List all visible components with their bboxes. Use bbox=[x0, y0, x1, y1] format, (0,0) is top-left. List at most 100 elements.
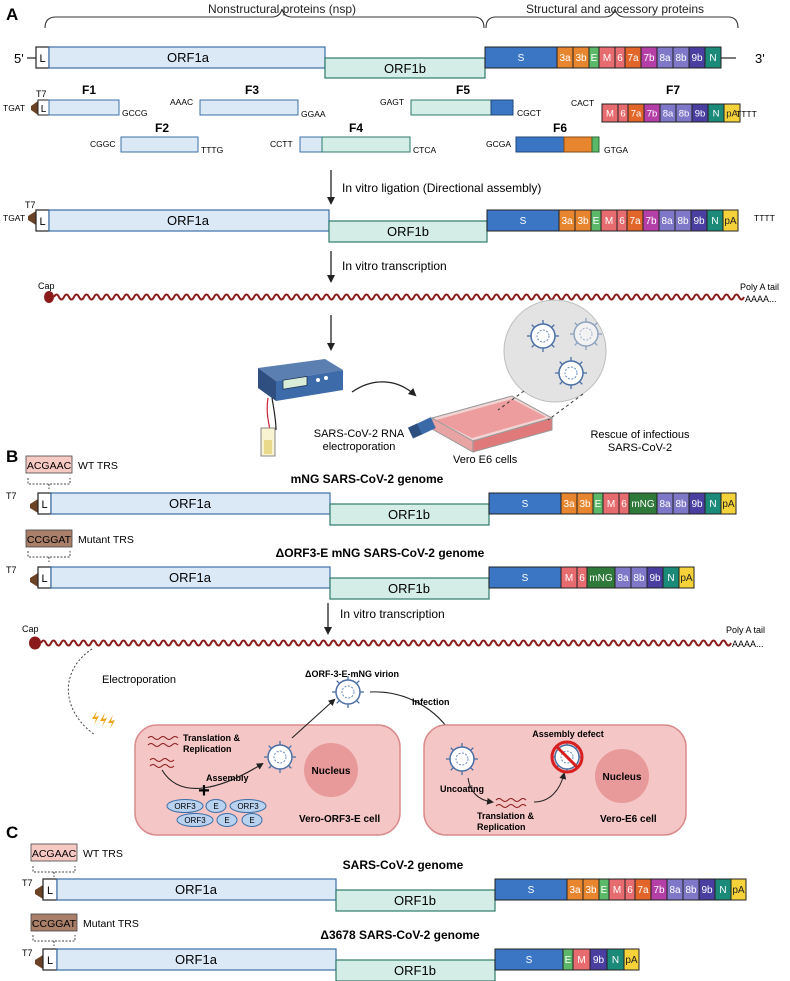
structural-brace bbox=[485, 8, 739, 29]
three-prime-label: 3' bbox=[755, 51, 765, 66]
gene-m-label: M bbox=[605, 216, 613, 227]
fragment-f4-1a bbox=[299, 136, 323, 153]
gene-e-label: E bbox=[565, 955, 572, 966]
cap-a bbox=[44, 291, 54, 303]
gene-e-label: E bbox=[601, 885, 608, 896]
gene-n-label: N bbox=[667, 573, 674, 584]
gene-6-label: 6 bbox=[627, 885, 633, 896]
nsp-brace bbox=[44, 8, 485, 29]
b2-t7-icon bbox=[30, 573, 38, 587]
release-arrow bbox=[291, 698, 336, 739]
c1-t7-icon bbox=[35, 885, 43, 899]
gene-n-label: N bbox=[711, 216, 718, 227]
gene-6-label: 6 bbox=[621, 499, 627, 510]
virus-icon bbox=[526, 319, 560, 353]
protein-orf3-label: ORF3 bbox=[174, 802, 196, 811]
gene-pa-label: pA bbox=[724, 216, 737, 227]
gene-mng-label: mNG bbox=[631, 499, 655, 510]
polya-label-a: Poly A tail bbox=[740, 282, 779, 292]
gene-8b-label: 8b bbox=[679, 108, 690, 119]
gene-8a-label: 8a bbox=[661, 216, 673, 227]
c2-t7-label: T7 bbox=[22, 948, 33, 958]
structural-label: Structural and accessory proteins bbox=[526, 2, 704, 16]
transcription-step-a: In vitro transcription bbox=[342, 259, 447, 273]
gene-8b-label: 8b bbox=[633, 573, 645, 584]
seq-tttg: TTTG bbox=[201, 145, 223, 155]
gene-8a-label: 8a bbox=[663, 108, 674, 119]
virus-icon bbox=[445, 742, 479, 776]
gene-8b-label: 8b bbox=[685, 885, 697, 896]
wt-trs-label-b: WT TRS bbox=[78, 460, 118, 472]
gene-8b-label: 8b bbox=[677, 216, 689, 227]
gene-n-label: N bbox=[709, 499, 716, 510]
gene-3a-label: 3a bbox=[559, 53, 571, 64]
gene-8a-label: 8a bbox=[669, 885, 681, 896]
seq-cact: CACT bbox=[571, 98, 594, 108]
gene-mng-label: mNG bbox=[589, 573, 613, 584]
gene-8a-label: 8a bbox=[659, 53, 671, 64]
rna-fragment bbox=[149, 758, 175, 762]
rescue-label-2: SARS-CoV-2 bbox=[608, 442, 672, 454]
assembled-orf1b-label: ORF1b bbox=[387, 224, 429, 239]
mut-trs-label-b: Mutant TRS bbox=[78, 534, 134, 546]
fragment-f4-1b bbox=[321, 136, 411, 153]
mut-trs-box-c bbox=[30, 913, 78, 932]
seq-cctt: CCTT bbox=[270, 139, 293, 149]
gene-8b-label: 8b bbox=[675, 53, 687, 64]
seq-tgat: TGAT bbox=[3, 103, 25, 113]
gene-9b-label: 9b bbox=[593, 955, 605, 966]
gene-m-label: M bbox=[603, 53, 611, 64]
gene-3b-label: 3b bbox=[575, 53, 587, 64]
gene-7b-label: 7b bbox=[643, 53, 655, 64]
cap-label-b: Cap bbox=[22, 624, 39, 634]
gene-n-label: N bbox=[719, 885, 726, 896]
rna-strand-b bbox=[40, 639, 732, 647]
transcription-step-b: In vitro transcription bbox=[340, 607, 445, 621]
mng-genome-title: mNG SARS-CoV-2 genome bbox=[291, 472, 444, 486]
assembled-leader-label: L bbox=[39, 216, 45, 228]
gene-7a-label: 7a bbox=[631, 108, 642, 119]
cell-flask-icon bbox=[407, 395, 554, 453]
virus-icon bbox=[263, 740, 297, 774]
seq-ctca: CTCA bbox=[413, 145, 436, 155]
defect-arrow bbox=[533, 772, 567, 803]
f1-label: F1 bbox=[82, 83, 96, 97]
transfer-arrow bbox=[351, 381, 417, 397]
lightning-icon bbox=[92, 711, 115, 729]
cap-b bbox=[29, 636, 41, 650]
gene-pa-box bbox=[722, 209, 739, 232]
electroporation-label-2: electroporation bbox=[323, 441, 396, 453]
f4-label: F4 bbox=[349, 121, 363, 135]
cell1-label: Vero-ORF3-E cell bbox=[299, 814, 380, 825]
b1-orf1b-label: ORF1b bbox=[388, 507, 430, 522]
gene-3b-label: 3b bbox=[585, 885, 597, 896]
fragment-f2 bbox=[120, 136, 199, 153]
fragment-f6-e bbox=[591, 136, 600, 153]
b1-t7-label: T7 bbox=[6, 491, 17, 501]
nucleus-2 bbox=[595, 749, 649, 803]
replication-label-1: Replication bbox=[183, 744, 232, 754]
gene-8a-label: 8a bbox=[617, 573, 629, 584]
seq-gagt: GAGT bbox=[380, 97, 404, 107]
leader-label: L bbox=[39, 53, 45, 65]
gene-m-label: M bbox=[607, 499, 615, 510]
electroporation-path bbox=[67, 648, 96, 736]
gene-8a-label: 8a bbox=[659, 499, 671, 510]
gene-9b-label: 9b bbox=[691, 499, 703, 510]
seq-cgct: CGCT bbox=[517, 108, 541, 118]
gene-m-label: M bbox=[577, 955, 585, 966]
gene-pa-label: pA bbox=[722, 499, 735, 510]
ligation-step-label: In vitro ligation (Directional assembly) bbox=[342, 181, 541, 195]
f3-label: F3 bbox=[245, 83, 259, 97]
gene-pa-box bbox=[678, 566, 695, 589]
protein-orf3-label: ORF3 bbox=[184, 816, 206, 825]
assembled-t7-icon bbox=[28, 211, 36, 225]
wt-trs-box-b bbox=[25, 455, 73, 474]
gene-6-label: 6 bbox=[620, 108, 625, 119]
vero-cells-label: Vero E6 cells bbox=[453, 454, 518, 466]
b2-orf1b-label: ORF1b bbox=[388, 581, 430, 596]
nucleus-label-2: Nucleus bbox=[603, 772, 642, 783]
gene-7b-label: 7b bbox=[645, 216, 657, 227]
